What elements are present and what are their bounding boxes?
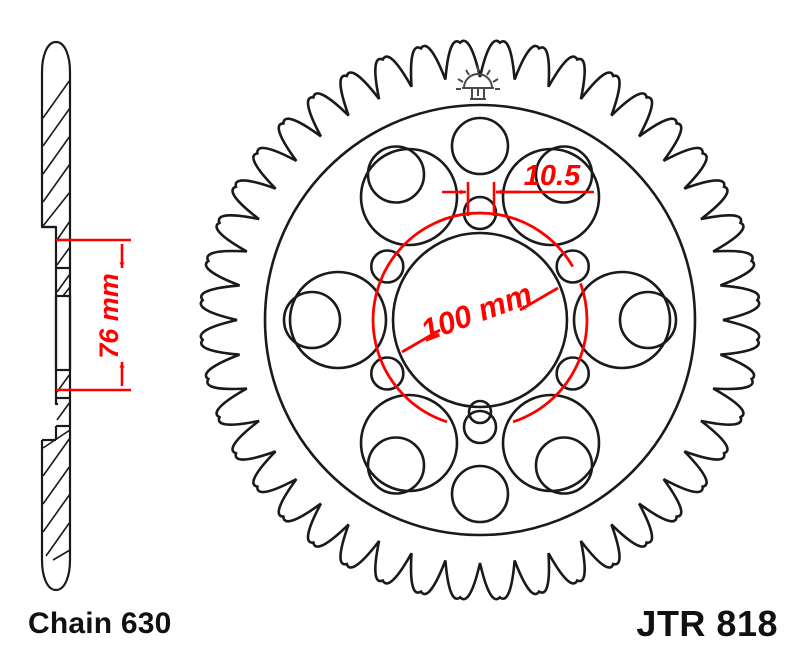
hole [534, 436, 594, 495]
bolt-hole-label: 10.5 [524, 160, 581, 192]
hole [555, 249, 591, 284]
bolt-hole-dimension [442, 182, 594, 216]
tooth-ring [199, 39, 761, 601]
lightening-holes-medium [282, 145, 678, 495]
bolt-circle-arc-left [371, 211, 574, 424]
side-cross-section-view [40, 40, 72, 592]
small-hole-top [450, 116, 510, 176]
pin-hole-bottom [467, 399, 493, 425]
hole [288, 270, 388, 370]
hole [501, 393, 601, 493]
hole [555, 356, 591, 391]
hole [369, 356, 405, 391]
hole [462, 409, 498, 445]
hub-width-label: 76 mm [94, 273, 124, 359]
hole [359, 393, 459, 493]
small-hole-bottom [450, 464, 510, 524]
hatch-lines-lower [42, 373, 71, 561]
hole [618, 290, 678, 350]
side-bottom-tip [40, 559, 72, 592]
sun-stamp-icon [456, 66, 500, 100]
bolt-holes [369, 195, 591, 445]
part-number-label: JTR 818 [636, 603, 778, 644]
bc-arrow-lower-left [401, 328, 441, 354]
hole [366, 436, 426, 495]
bolt-circle-dimension [371, 211, 589, 424]
hole [366, 145, 426, 204]
hole [282, 290, 342, 350]
hole [369, 249, 405, 284]
hole [534, 145, 594, 204]
hub-width-dimension [56, 238, 131, 392]
center-bore [391, 231, 569, 409]
bolt-circle-label: 100 mm [416, 276, 536, 348]
side-top-tip [40, 40, 72, 73]
hatch-lines-upper [42, 79, 71, 297]
chain-label: Chain 630 [28, 607, 172, 640]
bolt-circle-arc-right [512, 282, 589, 424]
front-face-view [199, 39, 761, 601]
hole [572, 270, 672, 370]
bc-arrow-upper-right [519, 286, 559, 312]
hole [359, 147, 459, 247]
web-outer-circle [263, 103, 697, 537]
